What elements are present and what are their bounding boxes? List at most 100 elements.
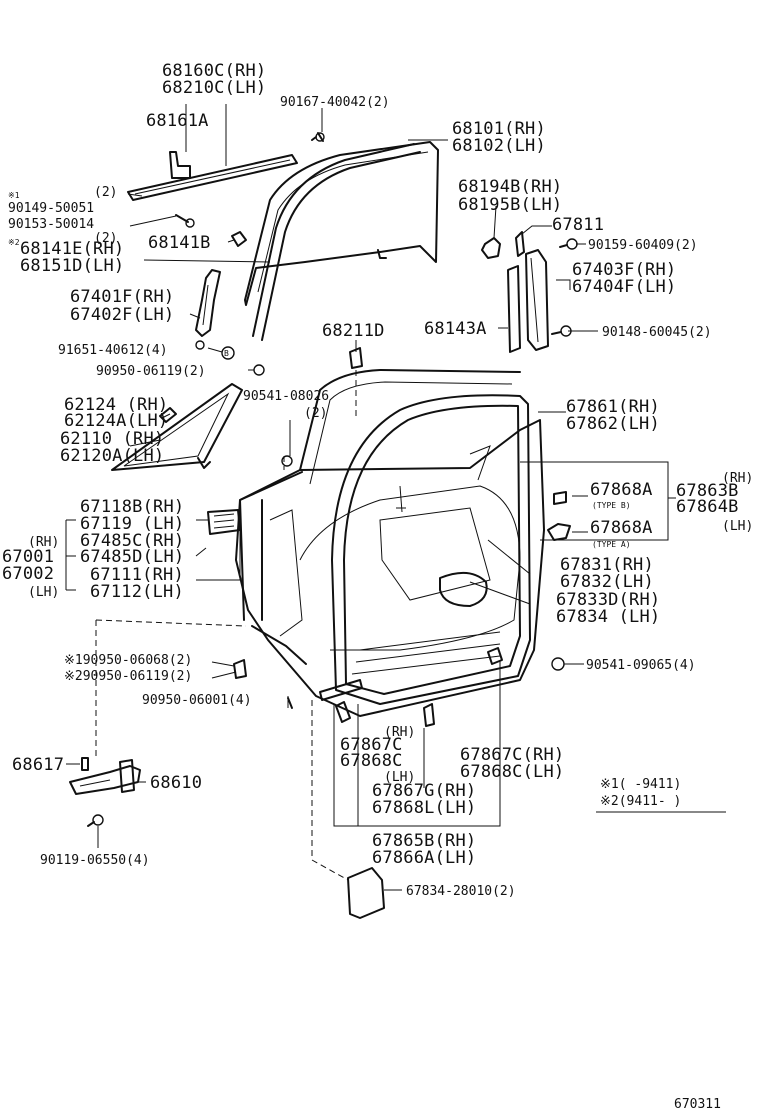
- label-90149-qty: (2): [94, 185, 117, 200]
- bolt-icon: B: [221, 346, 265, 376]
- label-67867G: 67867G(RH): [372, 781, 476, 801]
- label-67001-rh: (RH): [28, 535, 59, 550]
- label-67832: 67832(LH): [560, 572, 654, 592]
- label-90149: 90149-50051: [8, 201, 94, 216]
- label-67831: 67831(RH): [560, 555, 654, 575]
- clip-icon: [349, 347, 363, 369]
- label-68161A: 68161A: [146, 111, 209, 131]
- part-labels: 68160C(RH) 68210C(LH) 90167-40042(2) 681…: [2, 61, 753, 1112]
- label-90148: 90148-60045(2): [602, 325, 712, 340]
- bolt-icon: [551, 325, 572, 337]
- label-67867C-rh: (RH): [384, 725, 415, 740]
- clip-icon: [481, 237, 501, 259]
- label-67868A-b: 67868A: [590, 480, 653, 500]
- label-90167: 90167-40042(2): [280, 95, 390, 110]
- label-67112: 67112(LH): [90, 582, 184, 602]
- cushion-icon: [551, 657, 565, 671]
- label-68194B: 68194B(RH): [458, 177, 562, 197]
- label-68102: 68102(LH): [452, 136, 546, 156]
- quarter-glass: [111, 383, 243, 471]
- leader-lines: [65, 104, 726, 891]
- label-67868A-b-type: (TYPE B): [592, 501, 631, 510]
- label-67867C: 67867C: [340, 735, 403, 755]
- hole-cover: [347, 867, 385, 919]
- label-67001: 67001: [2, 547, 54, 567]
- catalog-code: 670311: [674, 1097, 721, 1112]
- label-67864B: 67864B: [676, 497, 739, 517]
- label-90149-note: ※1: [8, 191, 20, 200]
- label-67111: 67111(RH): [90, 565, 184, 585]
- label-68141E: 68141E(RH): [20, 239, 124, 259]
- label-67868C-lh: (LH): [384, 770, 415, 785]
- label-67865B: 67865B(RH): [372, 831, 476, 851]
- trim-clip-icon: [207, 509, 241, 535]
- label-67401F: 67401F(RH): [70, 287, 174, 307]
- label-90950-d: 90950-06001(4): [142, 693, 252, 708]
- label-67485C: 67485C(RH): [80, 531, 184, 551]
- label-90541-a: 90541-08026: [243, 389, 329, 404]
- label-67862: 67862(LH): [566, 414, 660, 434]
- label-67868A-a-type: (TYPE A): [592, 540, 631, 549]
- label-67404F: 67404F(LH): [572, 277, 676, 297]
- window-run-channel: [127, 151, 298, 201]
- clip-icon: [547, 491, 571, 541]
- label-90541-b: 90541-09065(4): [586, 658, 696, 673]
- label-67485D: 67485D(LH): [80, 547, 184, 567]
- label-67863B-rh: (RH): [722, 471, 753, 486]
- label-67834: 67834 (LH): [556, 607, 660, 627]
- label-91651: 91651-40612(4): [58, 343, 168, 358]
- label-67834-28010: 67834-28010(2): [406, 884, 516, 899]
- label-68101: 68101(RH): [452, 119, 546, 139]
- label-62120A: 62120A(LH): [60, 446, 164, 466]
- label-62124: 62124 (RH): [64, 395, 168, 415]
- label-68143A: 68143A: [424, 319, 487, 339]
- label-67868C: 67868C: [340, 751, 403, 771]
- door-shell: [239, 471, 307, 665]
- label-90119: 90119-06550(4): [40, 853, 150, 868]
- label-67864B-lh: (LH): [722, 519, 753, 534]
- screw-icon: [311, 132, 325, 142]
- label-67119: 67119 (LH): [80, 514, 184, 534]
- label-68141E-note: ※2: [8, 238, 20, 247]
- label-67403F: 67403F(RH): [572, 260, 676, 280]
- label-68151D: 68151D(LH): [20, 256, 124, 276]
- footnote-1: ※1( -9411): [600, 777, 681, 792]
- rear-run-channel: [507, 249, 549, 353]
- bolt-icon: [559, 238, 578, 250]
- label-67002-lh: (LH): [28, 585, 59, 600]
- label-68610: 68610: [150, 773, 202, 793]
- screw-icon: [175, 214, 195, 228]
- label-67402F: 67402F(LH): [70, 305, 174, 325]
- label-67868A-a: 67868A: [590, 518, 653, 538]
- glass-run-weatherstrip: [252, 143, 421, 341]
- label-67118B: 67118B(RH): [80, 497, 184, 517]
- door-weatherstrip: [331, 394, 531, 705]
- label-90950-c: ※290950-06119(2): [64, 669, 192, 684]
- lower-weatherstrip: [319, 647, 503, 727]
- front-run-channel: [195, 269, 221, 350]
- bracket-icon: [515, 231, 525, 257]
- svg-text:B: B: [224, 349, 229, 358]
- label-90153: 90153-50014: [8, 217, 94, 232]
- label-67863B: 67863B: [676, 481, 739, 501]
- label-62124A: 62124A(LH): [64, 411, 168, 431]
- label-90541-a-qty: (2): [304, 406, 327, 421]
- label-68141B: 68141B: [148, 233, 211, 253]
- label-67868C-right: 67868C(LH): [460, 762, 564, 782]
- label-68141E-qty: (2): [94, 231, 117, 246]
- label-90950-b: ※190950-06068(2): [64, 653, 192, 668]
- assembly-line: [95, 619, 247, 627]
- label-68195B: 68195B(LH): [458, 195, 562, 215]
- label-68210C: 68210C(LH): [162, 78, 266, 98]
- label-67866A: 67866A(LH): [372, 848, 476, 868]
- label-68617: 68617: [12, 755, 64, 775]
- footnote-2: ※2(9411- ): [600, 794, 681, 809]
- label-67861: 67861(RH): [566, 397, 660, 417]
- door-panel: [235, 369, 545, 717]
- assembly-line: [311, 700, 349, 881]
- label-68160C: 68160C(RH): [162, 61, 266, 81]
- label-68211D: 68211D: [322, 321, 385, 341]
- bolt-icon: [87, 814, 104, 827]
